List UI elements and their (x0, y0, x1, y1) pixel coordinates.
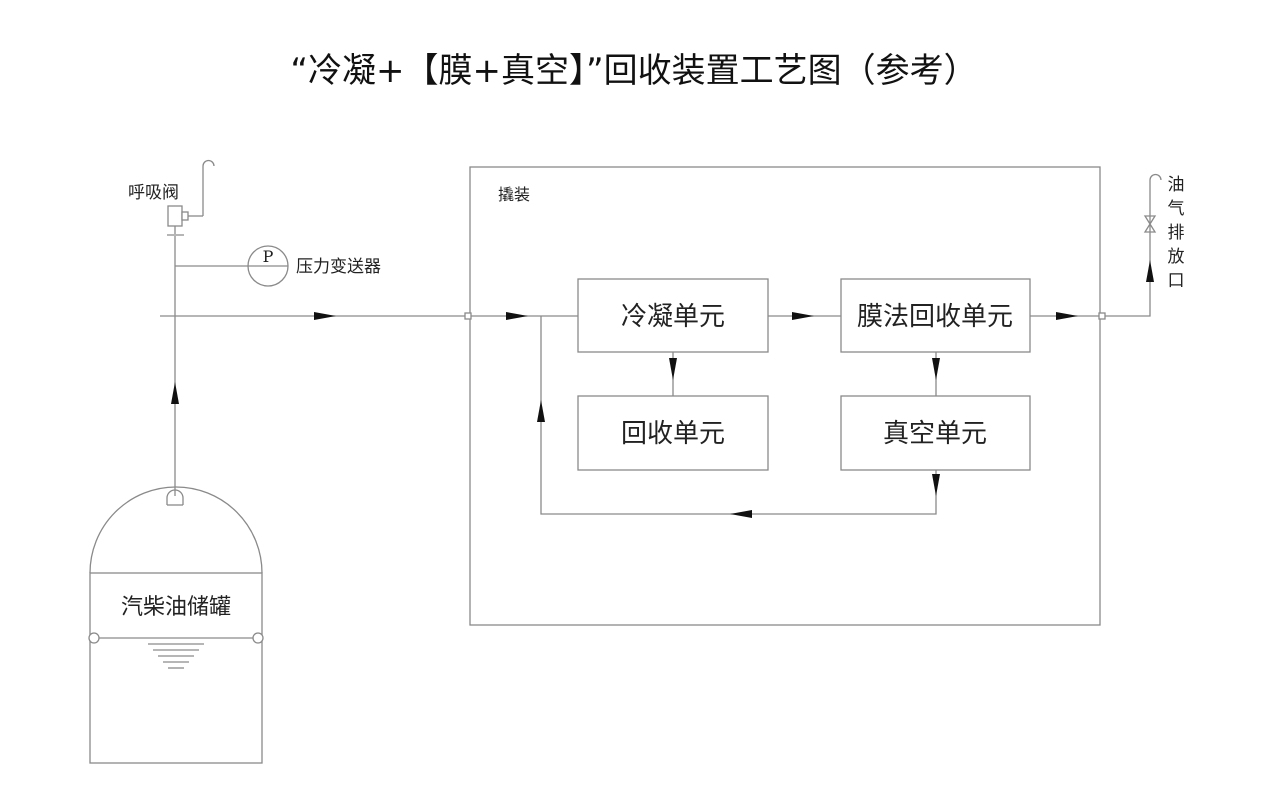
recovery-unit-box (577, 395, 769, 471)
tank-label: 汽柴油储罐 (121, 595, 231, 620)
pressure-symbol-p: P (263, 247, 274, 266)
flow-arrow-main (314, 312, 336, 320)
flow-arrow-to-recovery (669, 358, 677, 380)
diagram-title: “冷凝+【膜+真空】”回收装置工艺图（参考） (290, 51, 977, 91)
breather-valve (167, 159, 215, 236)
tank-dome (89, 486, 263, 574)
svg-text:口: 口 (1168, 271, 1185, 291)
flow-arrow-to-vacuum (932, 358, 940, 380)
flow-arrow-inlet (506, 312, 528, 320)
vent-label: 油 气 排 放 口 (1168, 175, 1185, 291)
skid-inlet-nozzle (464, 312, 472, 320)
breather-valve-side (181, 211, 189, 221)
flow-arrow-up-tank (171, 382, 179, 404)
flow-arrow-outlet (1056, 312, 1078, 320)
breather-valve-body (167, 205, 183, 227)
breather-vent-hook (202, 159, 215, 216)
liquid-level-icon (148, 643, 204, 669)
flow-arrow-recycle-left (730, 510, 752, 518)
svg-text:放: 放 (1168, 247, 1185, 267)
tank-level-gauge-left (88, 632, 100, 644)
flow-arrow-vacuum-down (932, 474, 940, 496)
breather-valve-label: 呼吸阀 (128, 183, 179, 203)
skid-label: 撬装 (498, 185, 530, 204)
pressure-transmitter-label: 压力变送器 (296, 257, 381, 277)
flow-arrow-to-membrane (792, 312, 814, 320)
vacuum-unit-label: 真空单元 (883, 419, 987, 449)
condensation-unit-label: 冷凝单元 (621, 302, 725, 332)
storage-tank (88, 486, 264, 764)
condensation-unit-box (577, 278, 769, 353)
recovery-unit-label: 回收单元 (621, 419, 725, 449)
vacuum-unit-box (840, 395, 1031, 471)
membrane-recovery-unit-label: 膜法回收单元 (857, 302, 1013, 332)
flow-arrow-vent (1146, 260, 1154, 282)
vent-pipe (1105, 180, 1151, 317)
tank-top-nozzle (166, 489, 184, 505)
pressure-transmitter-symbol (247, 245, 289, 287)
tank-level-gauge-right (252, 632, 264, 644)
svg-text:排: 排 (1168, 223, 1185, 243)
vent-valve-icon (1143, 215, 1157, 233)
skid-outlet-nozzle (1098, 312, 1106, 320)
vent-hook (1149, 173, 1162, 181)
membrane-recovery-unit-box (840, 278, 1031, 353)
svg-text:气: 气 (1168, 199, 1185, 219)
svg-text:油: 油 (1168, 175, 1185, 195)
flow-arrow-recycle-up (537, 400, 545, 422)
